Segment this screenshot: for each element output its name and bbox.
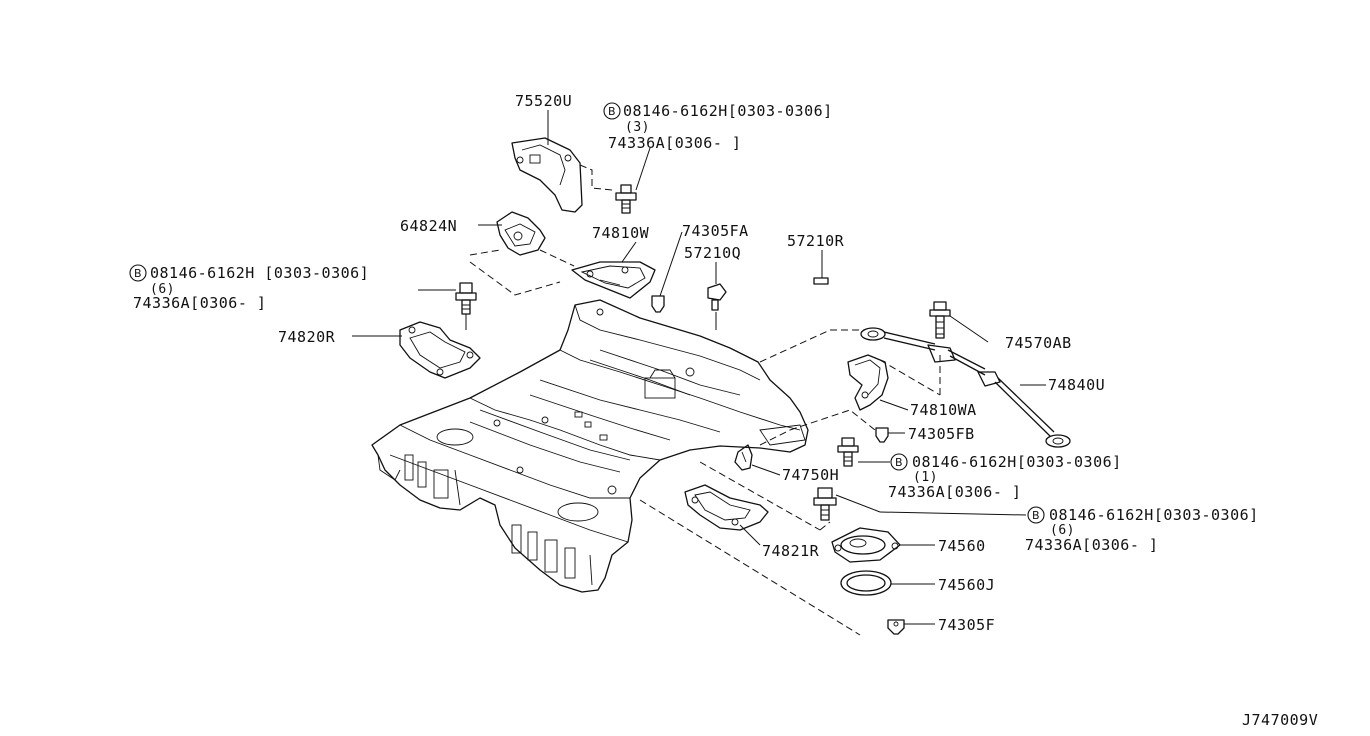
- clip-57210Q: [707, 283, 727, 311]
- svg-text:B: B: [608, 105, 616, 118]
- label-74570AB: 74570AB: [1005, 334, 1072, 352]
- label-74305FA: 74305FA: [682, 222, 749, 240]
- label-bolt-mid-qty: (1): [913, 470, 938, 485]
- label-bolt-right-qty: (6): [1050, 523, 1075, 538]
- bolt-74570AB: [929, 301, 951, 339]
- label-74820R: 74820R: [278, 328, 336, 346]
- svg-text:B: B: [895, 456, 903, 469]
- label-bolt-top-code: 08146-6162H[0303-0306]: [623, 102, 833, 120]
- bolt-symbol-right: B: [1027, 506, 1045, 524]
- bolt-top: [615, 184, 637, 214]
- label-57210Q: 57210Q: [684, 244, 741, 262]
- bracket-75520U: [511, 137, 583, 213]
- bracket-74810WA: [847, 354, 889, 411]
- label-bolt-top-alt: 74336A[0306- ]: [608, 134, 741, 152]
- label-74840U: 74840U: [1048, 376, 1105, 394]
- bolt-left: [455, 282, 477, 315]
- label-74305F: 74305F: [938, 616, 995, 634]
- rear-floor-panel: [371, 299, 809, 593]
- clip-74305FB: [875, 427, 889, 443]
- label-bolt-right-alt: 74336A[0306- ]: [1025, 536, 1158, 554]
- bolt-symbol-mid: B: [890, 453, 908, 471]
- gasket-74560J: [840, 570, 892, 596]
- label-74821R: 74821R: [762, 542, 820, 560]
- label-74750H: 74750H: [782, 466, 839, 484]
- bolt-mid: [837, 437, 859, 467]
- bracket-64824N: [496, 211, 546, 256]
- label-74810W: 74810W: [592, 224, 650, 242]
- bolt-symbol-top: B: [603, 102, 621, 120]
- label-57210R: 57210R: [787, 232, 845, 250]
- bracket-74821R: [684, 484, 769, 531]
- svg-text:B: B: [134, 267, 142, 280]
- diagram-id: J747009V: [1242, 711, 1318, 729]
- clip-74305FA: [651, 295, 665, 313]
- label-bolt-top-qty: (3): [625, 120, 650, 135]
- bolt-symbol-left: B: [129, 264, 147, 282]
- svg-text:B: B: [1032, 509, 1040, 522]
- label-bolt-left-alt: 74336A[0306- ]: [133, 294, 266, 312]
- rod-74840U: [860, 327, 1071, 448]
- label-bolt-mid-alt: 74336A[0306- ]: [888, 483, 1021, 501]
- label-bolt-right-code: 08146-6162H[0303-0306]: [1049, 506, 1259, 524]
- clip-57210R: [813, 277, 829, 285]
- label-74560: 74560: [938, 537, 986, 555]
- bolt-right: [813, 487, 837, 521]
- label-bolt-left-code: 08146-6162H [0303-0306]: [150, 264, 369, 282]
- bracket-74820R: [399, 321, 481, 379]
- label-74305FB: 74305FB: [908, 425, 975, 443]
- clip-74305F: [887, 619, 905, 635]
- label-74810WA: 74810WA: [910, 401, 977, 419]
- cover-74560: [831, 527, 901, 563]
- bracket-74810W: [571, 261, 656, 299]
- label-64824N: 64824N: [400, 217, 457, 235]
- label-75520U: 75520U: [515, 92, 572, 110]
- label-bolt-left-qty: (6): [150, 282, 175, 297]
- label-74560J: 74560J: [938, 576, 995, 594]
- bracket-74750H: [734, 444, 753, 471]
- label-bolt-mid-code: 08146-6162H[0303-0306]: [912, 453, 1122, 471]
